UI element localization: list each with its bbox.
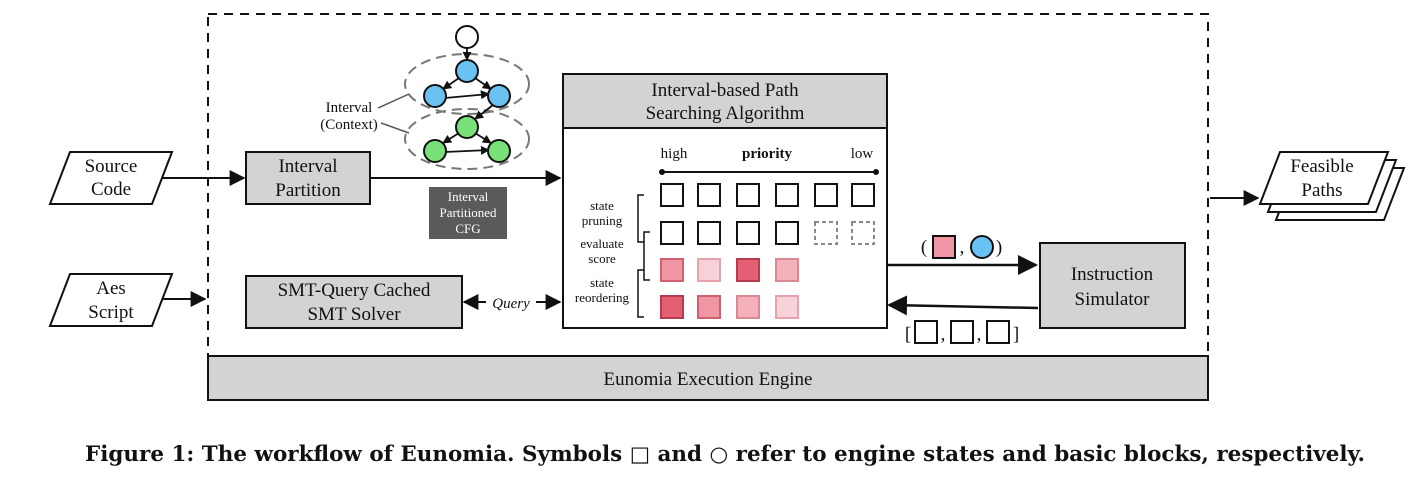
cfg-node [487, 139, 511, 163]
interval-context-label-2: (Context) [320, 117, 378, 133]
state-square [851, 183, 875, 207]
algorithm-title-1: Interval-based Path [651, 80, 799, 101]
feasible-paths-shape-front [1258, 151, 1390, 205]
state-pruning-label-1: state [590, 198, 614, 213]
cfg-node [487, 84, 511, 108]
tuple-open: ( [921, 237, 927, 258]
cfg-node [423, 139, 447, 163]
state-reordering-label-2: reordering [575, 290, 630, 305]
interval-context-label-1: Interval [326, 100, 373, 116]
source-code-label-1: Source [85, 156, 138, 177]
evaluate-score-label-2: score [588, 251, 616, 266]
edge [442, 132, 460, 144]
aes-script-label-1: Aes [96, 278, 126, 299]
state-square [660, 183, 684, 207]
priority-high: high [661, 146, 688, 162]
state-square [697, 183, 721, 207]
algorithm-title-2: Searching Algorithm [646, 103, 805, 124]
state-reordering-label-1: state [590, 275, 614, 290]
partitioned-cfg-label-3: CFG [455, 221, 480, 236]
arrow-from-simulator [887, 295, 1039, 316]
cfg-node [455, 115, 479, 139]
edge [444, 90, 490, 100]
state-grid [660, 183, 875, 319]
state-square [697, 221, 721, 245]
cfg-graph: Interval (Context) [320, 25, 530, 170]
tuple-close: ) [996, 237, 1002, 258]
figure-caption: Figure 1: The workflow of Eunomia. Symbo… [85, 441, 1365, 466]
scored-state-square [660, 258, 684, 282]
reordered-state-square [775, 295, 799, 319]
pruned-state-square [814, 221, 838, 245]
list-sep-1: , [941, 324, 946, 345]
priority-axis-end [873, 169, 879, 175]
interval-partition-label-2: Partition [275, 180, 341, 201]
list-close: ] [1013, 324, 1019, 345]
scored-state-square [775, 258, 799, 282]
edge [474, 132, 492, 144]
query-label: Query [492, 296, 530, 312]
tuple-sep: , [960, 237, 965, 258]
state-square [736, 221, 760, 245]
smt-solver-label-1: SMT-Query Cached [278, 280, 431, 301]
state-square [814, 183, 838, 207]
priority-label: priority [742, 146, 792, 162]
state-square [736, 183, 760, 207]
priority-axis-start [659, 169, 665, 175]
reordered-state-square [660, 295, 684, 319]
aes-script-shape [48, 273, 174, 327]
bracket-evaluate [643, 231, 650, 281]
aes-script-label-2: Script [88, 302, 134, 323]
feasible-paths-label-1: Feasible [1290, 156, 1353, 177]
partitioned-cfg-label-1: Interval [448, 189, 489, 204]
partitioned-cfg-label-2: Partitioned [439, 205, 497, 220]
interval-ellipse-2 [404, 108, 530, 170]
tuple-block-circle [970, 235, 994, 259]
feasible-paths-label-2: Paths [1301, 180, 1342, 201]
smt-solver-box [245, 275, 463, 329]
bracket-pruning [637, 194, 644, 243]
state-square [660, 221, 684, 245]
interval-pointer-2 [380, 122, 410, 134]
state-square [775, 183, 799, 207]
list-open: [ [905, 324, 911, 345]
cfg-node [423, 84, 447, 108]
interval-pointer-1 [377, 93, 410, 109]
scored-state-square [697, 258, 721, 282]
interval-partition-label-1: Interval [278, 156, 337, 177]
engine-bar [207, 355, 1209, 401]
edge [474, 104, 494, 120]
cfg-node [455, 59, 479, 83]
state-square [775, 221, 799, 245]
smt-solver-label-2: SMT Solver [307, 304, 401, 325]
priority-low: low [851, 146, 874, 162]
list-sep-2: , [977, 324, 982, 345]
instruction-simulator-label-1: Instruction [1071, 264, 1154, 285]
edge [442, 77, 460, 90]
list-state-square [950, 320, 974, 344]
edge [444, 145, 490, 155]
source-code-label-2: Code [91, 179, 131, 200]
interval-ellipse-1 [404, 53, 530, 115]
feasible-paths-stack: Feasible Paths [1258, 151, 1406, 221]
instruction-simulator-label-2: Simulator [1075, 289, 1151, 310]
list-state-square [986, 320, 1010, 344]
list-state-square [914, 320, 938, 344]
partitioned-cfg-box [429, 187, 507, 239]
reordered-state-square [736, 295, 760, 319]
evaluate-score-label-1: evaluate [580, 236, 624, 251]
bracket-reordering [637, 269, 644, 318]
edge [474, 77, 492, 90]
reordered-state-square [697, 295, 721, 319]
state-pruning-label-2: pruning [582, 213, 623, 228]
engine-label: Eunomia Execution Engine [604, 369, 813, 390]
source-code-shape [48, 151, 174, 205]
cfg-node-entry [455, 25, 479, 49]
algorithm-header [562, 73, 888, 129]
instruction-simulator-box [1039, 242, 1186, 329]
tuple-state-square [932, 235, 956, 259]
scored-state-square [736, 258, 760, 282]
pruned-state-square [851, 221, 875, 245]
